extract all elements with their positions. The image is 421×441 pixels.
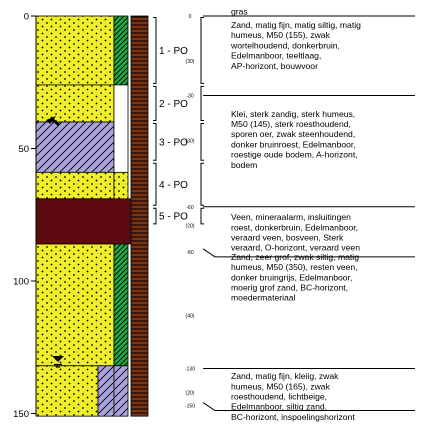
description-line: bodem — [231, 160, 257, 170]
description-line: roest, donkerbruin, Edelmanboor, — [231, 222, 358, 232]
layer-7 — [35, 365, 99, 417]
sample-label: 3 - PO — [159, 137, 188, 148]
sample-label: 2 - PO — [159, 99, 188, 110]
layer-3 — [35, 121, 115, 173]
description-line: veraard veen, bosveen, Sterk — [231, 233, 344, 243]
description-line: roesthoudend, lichtbeige, — [231, 392, 327, 402]
description-line: sporen oer, zwak steenhoudend, — [231, 129, 355, 139]
indicator-segment-2 — [113, 84, 129, 173]
sample-bracket — [153, 85, 157, 121]
layer-6 — [35, 243, 115, 367]
indicator-segment-6 — [113, 365, 129, 417]
description-line: moedermateriaal — [231, 293, 296, 303]
axis-tick-label: 100 — [13, 277, 29, 288]
sample-bracket — [200, 85, 204, 121]
depth-marker: (30) — [186, 59, 195, 65]
description-line: Zand, matig fijn, kleiig, zwak — [231, 371, 339, 381]
description-line: Zand, matig fijn, matig siltig, matig — [231, 20, 361, 30]
sample-bracket — [200, 123, 204, 161]
depth-marker: (40) — [186, 313, 195, 319]
depth-marker: (30) — [186, 139, 195, 145]
indicator-segment-1 — [113, 15, 129, 86]
depth-marker: -80 — [186, 250, 193, 256]
layer-4 — [35, 171, 115, 200]
sample-bracket — [153, 17, 157, 84]
sample-bracket — [200, 17, 204, 84]
sample-bracket — [153, 162, 157, 206]
description-line: donker bruinroest, Edelmanboor, — [231, 139, 356, 149]
sample-label: 1 - PO — [159, 46, 188, 57]
sample-bracket — [153, 207, 157, 225]
depth-markers: 0 (30) -30 (30) -60 (20) -80 (40) -130 (20) -150 — [185, 14, 195, 410]
axis-tick-label: 50 — [18, 144, 29, 155]
description-line: Zand, zeer grof, zwak siltig, matig — [231, 252, 359, 262]
description-line: BC-horizont, inspoelingshorizont — [231, 412, 355, 422]
description-line: Klei, sterk zandig, sterk humeus, — [231, 109, 355, 119]
description-line: humeus, M50 (165), zwak — [231, 381, 331, 391]
layer-boundaries — [202, 15, 415, 412]
sample-label: 5 - PO — [159, 212, 188, 223]
description-line: Edelmanboor, teeltlaag, — [231, 51, 321, 61]
layer-description: gras — [231, 7, 248, 17]
sample-bracket — [200, 207, 204, 225]
description-line: Edelmanboor, siltig zand, — [231, 402, 327, 412]
description-line: veraard, O-horizont, veraard veen — [231, 243, 360, 253]
description-line: wortelhoudend, donkerbruin, — [230, 40, 340, 50]
description-line: moerig grof zand, BC-horizont, — [231, 282, 348, 292]
layer-boundary-line — [202, 248, 415, 258]
description-line: humeus, M50 (350), resten veen, — [231, 262, 358, 272]
indicator-segment-5 — [113, 243, 129, 367]
layer-boundary-line — [202, 402, 415, 412]
layer-2 — [35, 84, 115, 123]
depth-marker: -150 — [185, 404, 195, 410]
description-line: AP-horizont, bouwvoor — [231, 61, 318, 71]
description-line: roestige oude bodem, A-horizont, — [231, 150, 358, 160]
mottling-bar — [130, 15, 149, 417]
description-line: M50 (145), sterk roesthoudend, — [231, 119, 351, 129]
axis-tick-label: 0 — [24, 12, 29, 23]
sample-brackets: 1 - PO 2 - PO 3 - PO 4 - PO 5 - PO — [153, 17, 204, 225]
axis-tick-label: 150 — [13, 409, 29, 420]
depth-marker: (20) — [186, 223, 195, 229]
depth-marker: (20) — [186, 390, 195, 396]
depth-marker: -60 — [186, 205, 193, 211]
sample-bracket — [153, 123, 157, 161]
description-line: humeus, M50 (155), zwak — [231, 30, 331, 40]
peat-band — [35, 198, 149, 245]
description-line: donker bruingrijs, Edelmanboor, — [231, 272, 352, 282]
depth-marker: -30 — [186, 94, 193, 100]
groundwater-level-icon — [52, 356, 64, 368]
sample-bracket — [200, 162, 204, 206]
description-line: Veen, mineraalarm, insluitingen — [231, 212, 351, 222]
layer-7-clay-part — [97, 365, 115, 417]
arrow-marker-icon — [46, 116, 60, 126]
description-line: gras — [231, 7, 248, 17]
depth-marker: -130 — [185, 366, 195, 372]
depth-marker: 0 — [189, 14, 192, 20]
sample-label: 4 - PO — [159, 180, 188, 191]
mottling-column — [130, 15, 149, 417]
humus-indicator-column — [35, 15, 149, 417]
layer-description: Klei, sterk zandig, sterk humeus,M50 (14… — [231, 109, 358, 170]
layer-1 — [35, 15, 115, 86]
depth-axis: 0 50 100 150 — [13, 12, 37, 420]
